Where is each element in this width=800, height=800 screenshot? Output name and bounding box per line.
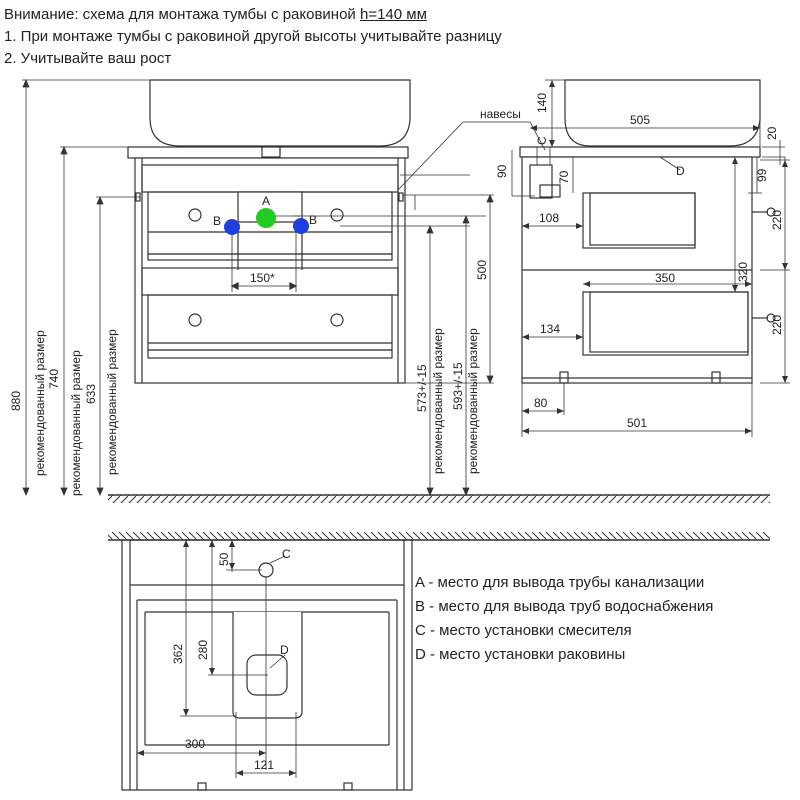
dim-593: 593+/-15: [451, 362, 465, 410]
recommended-633: рекомендованный размер: [105, 329, 119, 475]
top-dimensions: [137, 540, 297, 778]
legend-item-b: B - место для вывода труб водоснабжения: [415, 598, 714, 615]
dim-740: 740: [47, 369, 61, 389]
front-view: A B B 150*: [108, 79, 770, 503]
marker-b-water-left: [224, 219, 240, 235]
marker-label-b-left: B: [213, 214, 221, 228]
top-dim-121: 121: [254, 758, 274, 772]
side-dim-350: 350: [655, 271, 675, 285]
side-dim-90: 90: [495, 164, 509, 178]
side-dim-99: 99: [755, 168, 769, 182]
side-dim-505: 505: [630, 113, 650, 127]
handle-hole: [188, 313, 202, 327]
hinges-label: навесы: [480, 107, 521, 121]
marker-a-sewer: [256, 208, 276, 228]
header-line-1: Внимание: схема для монтажа тумбы с рако…: [4, 6, 427, 24]
side-dim-108: 108: [539, 211, 559, 225]
side-dim-80: 80: [534, 396, 548, 410]
floor-hatch: [108, 495, 770, 503]
front-left-dimensions: [22, 78, 150, 497]
top-dim-280: 280: [196, 640, 210, 660]
legend-item-c: C - место установки смесителя: [415, 622, 632, 639]
side-dim-140: 140: [535, 93, 549, 113]
handle-hole: [330, 208, 344, 222]
top-cabinet-outline: [121, 539, 413, 791]
handle-hole: [188, 208, 202, 222]
dim-633: 633: [84, 384, 98, 404]
header-line-1-text: Внимание: схема для монтажа тумбы с рако…: [4, 6, 360, 23]
dim-500: 500: [475, 260, 489, 280]
front-right-dimensions: [403, 193, 494, 497]
marker-b-water-right: [293, 218, 309, 234]
side-dim-220-upper: 220: [770, 210, 784, 230]
top-label-d: D: [280, 643, 289, 657]
top-dim-50: 50: [217, 552, 231, 566]
header-line-2: 1. При монтаже тумбы с раковиной другой …: [4, 28, 502, 45]
top-view: [108, 532, 770, 791]
recommended-740: рекомендованный размер: [69, 350, 83, 496]
side-label-c: C: [535, 136, 549, 145]
marker-label-b-right: B: [309, 213, 317, 227]
dim-880: 880: [9, 391, 23, 411]
top-label-c: C: [282, 547, 291, 561]
dim-573: 573+/-15: [415, 364, 429, 412]
top-dim-362: 362: [171, 644, 185, 664]
side-dim-70: 70: [557, 170, 571, 184]
handle-hole: [330, 313, 344, 327]
recommended-593: рекомендованный размер: [466, 328, 480, 474]
header-height-note: h=140 мм: [359, 6, 427, 23]
side-view: [519, 79, 776, 384]
side-dimensions: [397, 79, 790, 437]
side-label-d: D: [676, 164, 685, 178]
recommended-880: рекомендованный размер: [33, 330, 47, 476]
header-line-3: 2. Учитывайте ваш рост: [4, 50, 172, 67]
side-dim-20: 20: [765, 126, 779, 140]
sink-bowl: [149, 79, 411, 147]
dim-150: 150*: [250, 271, 275, 285]
legend-item-a: A - место для вывода трубы канализации: [415, 574, 705, 591]
side-dim-501: 501: [627, 416, 647, 430]
side-dim-320: 320: [736, 262, 750, 282]
side-dim-134: 134: [540, 322, 560, 336]
side-dim-220-lower: 220: [770, 315, 784, 335]
legend-item-d: D - место установки раковины: [415, 646, 626, 663]
side-sink-bowl: [564, 79, 761, 147]
recommended-573: рекомендованный размер: [431, 328, 445, 474]
marker-label-a: A: [262, 194, 270, 208]
top-dim-300: 300: [185, 737, 205, 751]
